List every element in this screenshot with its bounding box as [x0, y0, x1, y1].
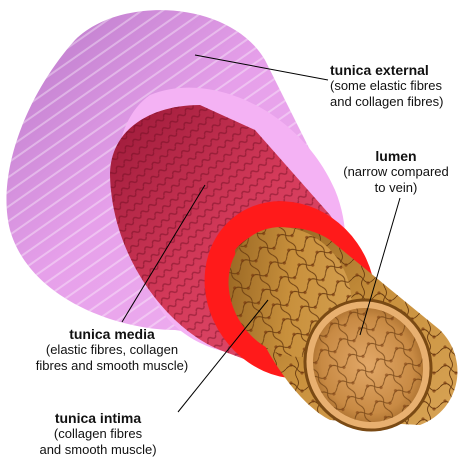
lumen-opening — [303, 298, 433, 432]
leader-lumen — [359, 197, 401, 336]
leader-lines — [121, 54, 401, 413]
lumen-desc: (narrow compared to vein) — [343, 164, 449, 195]
lumen-title: lumen — [375, 148, 417, 164]
leader-tunica-external — [194, 54, 329, 81]
label-tunica-intima: tunica intima (collagen fibres and smoot… — [18, 410, 178, 458]
tunica-external-title: tunica external — [330, 62, 429, 78]
tunica-media-desc: (elastic fibres, collagen fibres and smo… — [35, 342, 189, 373]
tunica-intima-title: tunica intima — [54, 410, 142, 426]
label-tunica-external: tunica external (some elastic fibres and… — [330, 62, 468, 110]
tunica-media-title: tunica media — [69, 326, 155, 342]
leader-tunica-media — [121, 184, 206, 323]
tunica-intima-desc: (collagen fibres and smooth muscle) — [39, 426, 157, 457]
leader-tunica-intima — [177, 299, 269, 413]
label-lumen: lumen (narrow compared to vein) — [336, 148, 456, 196]
label-tunica-media: tunica media (elastic fibres, collagen f… — [12, 326, 212, 374]
tunica-external-desc: (some elastic fibres and collagen fibres… — [330, 78, 444, 109]
